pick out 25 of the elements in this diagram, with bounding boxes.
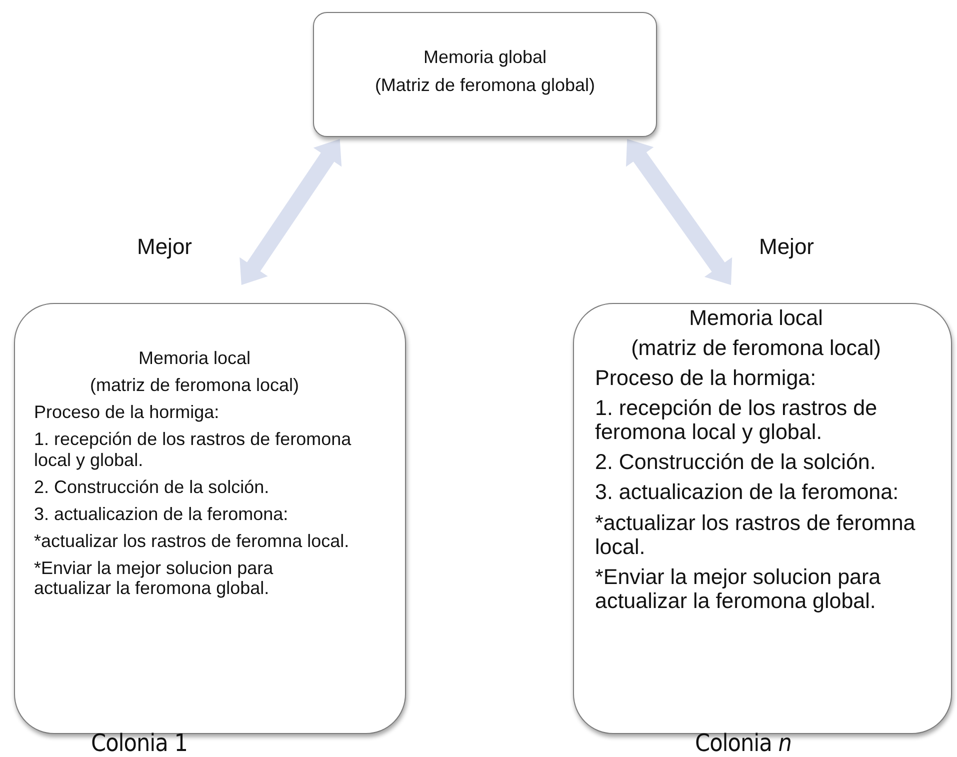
colony-label: Colonia 1 <box>91 731 188 755</box>
box-text: Memoria global <box>422 47 548 68</box>
box-text: *actualizar los rastros de feromna local. <box>595 510 916 559</box>
double-arrow <box>626 139 732 285</box>
box-text: (Matriz de feromona global) <box>374 75 596 96</box>
box-text: Proceso de la hormiga: <box>595 366 818 390</box>
box-text: (matriz de feromona local) <box>88 375 300 396</box>
box-text: 2. Construcción de la solción. <box>34 476 270 497</box>
box-text: 3. actualicazion de la feromona: <box>34 504 290 524</box>
box-text: 3. actualicazion de la feromona: <box>595 480 900 505</box>
rounded-box <box>573 303 952 734</box>
box-text: Memoria local <box>688 306 824 330</box>
box-text: *Enviar la mejor solucion para actualizar la feromona global. <box>595 564 882 613</box>
box-text: (matriz de feromona local) <box>630 336 882 360</box>
rounded-box <box>313 12 657 137</box>
box-text: Memoria local <box>137 348 252 368</box>
colony-label: Colonia n <box>695 731 792 755</box>
box-text: Proceso de la hormiga: <box>34 402 220 422</box>
box-text: 2. Construcción de la solción. <box>595 450 877 474</box>
box-text: 1. recepción de los rastros de feromona local y global. <box>595 396 878 444</box>
box-text: *Enviar la mejor solucion para actualizar la feromona global. <box>34 558 274 599</box>
double-arrow <box>240 139 342 285</box>
box-text: 1. recepción de los rastros de feromona local y global. <box>34 429 352 470</box>
rounded-box <box>14 303 406 734</box>
box-text: *actualizar los rastros de feromna local. <box>34 531 350 552</box>
